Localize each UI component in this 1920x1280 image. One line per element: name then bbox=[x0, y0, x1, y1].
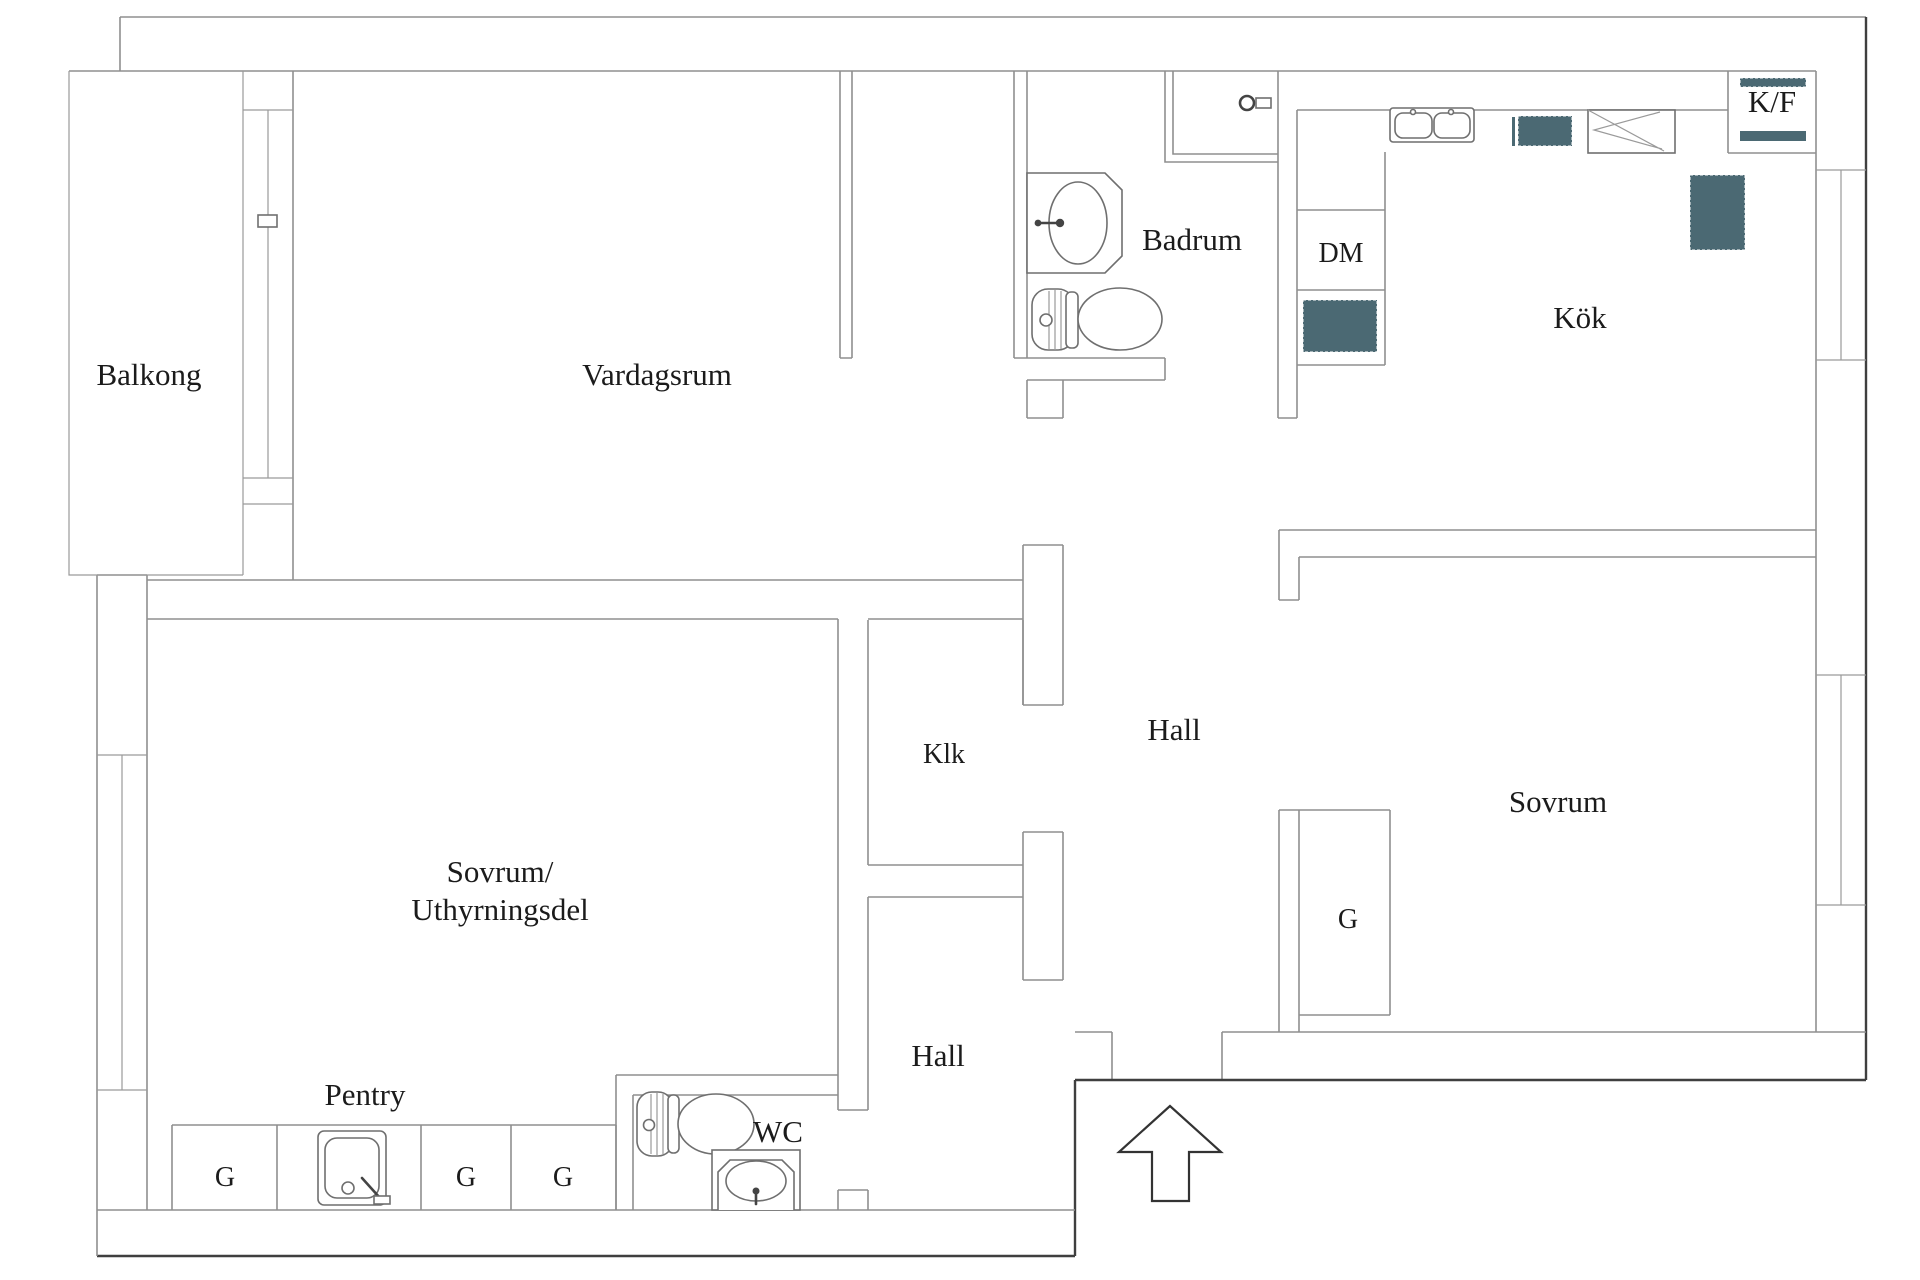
label-vardagsrum: Vardagsrum bbox=[582, 357, 732, 392]
window-latch-icon bbox=[257, 214, 278, 228]
fridge-freezer-icon bbox=[1739, 77, 1807, 141]
bathroom-fixtures bbox=[1026, 71, 1278, 351]
interior-walls bbox=[147, 71, 1816, 1210]
outer-walls bbox=[69, 16, 1868, 1258]
label-g-3: G bbox=[553, 1162, 573, 1193]
label-balkong: Balkong bbox=[96, 357, 201, 392]
wc-fixtures bbox=[636, 1091, 801, 1211]
pentry-sink-icon bbox=[317, 1130, 391, 1206]
label-sovrum: Sovrum bbox=[1509, 784, 1607, 819]
label-dm: DM bbox=[1318, 238, 1363, 269]
wc-toilet-icon bbox=[636, 1091, 755, 1157]
label-badrum: Badrum bbox=[1142, 222, 1242, 257]
label-pentry: Pentry bbox=[325, 1077, 406, 1112]
room-labels: Balkong Vardagsrum Badrum DM Kök K/F Hal… bbox=[96, 84, 1796, 1193]
label-g-2: G bbox=[456, 1162, 476, 1193]
label-hall-lower: Hall bbox=[911, 1038, 964, 1073]
label-wc: WC bbox=[753, 1114, 803, 1149]
pentry-cabinets bbox=[171, 1124, 617, 1210]
kitchen-double-sink-icon bbox=[1389, 107, 1475, 143]
label-klk: Klk bbox=[923, 739, 965, 770]
corner-cabinet-icon bbox=[1587, 109, 1676, 154]
bathroom-sink-icon bbox=[1026, 172, 1123, 274]
stove-icon bbox=[1512, 115, 1573, 147]
kitchen-table-icon bbox=[1689, 174, 1746, 251]
kitchen-fixtures bbox=[1297, 71, 1816, 366]
label-hall-upper: Hall bbox=[1147, 712, 1200, 747]
label-sovrum-uthyrningsdel-1: Sovrum/ bbox=[447, 854, 554, 889]
label-kok: Kök bbox=[1553, 300, 1607, 335]
label-g-1: G bbox=[215, 1162, 235, 1193]
label-g-sovrum: G bbox=[1338, 904, 1358, 935]
shower-icon bbox=[1164, 71, 1278, 163]
entrance-arrow-icon bbox=[1116, 1104, 1224, 1203]
windows bbox=[1816, 169, 1866, 906]
toilet-icon bbox=[1031, 287, 1163, 351]
balcony bbox=[68, 71, 294, 580]
label-kf: K/F bbox=[1748, 84, 1796, 119]
wc-sink-icon bbox=[711, 1149, 801, 1211]
label-sovrum-uthyrningsdel-2: Uthyrningsdel bbox=[411, 892, 588, 927]
dishwasher-icon bbox=[1297, 152, 1386, 366]
